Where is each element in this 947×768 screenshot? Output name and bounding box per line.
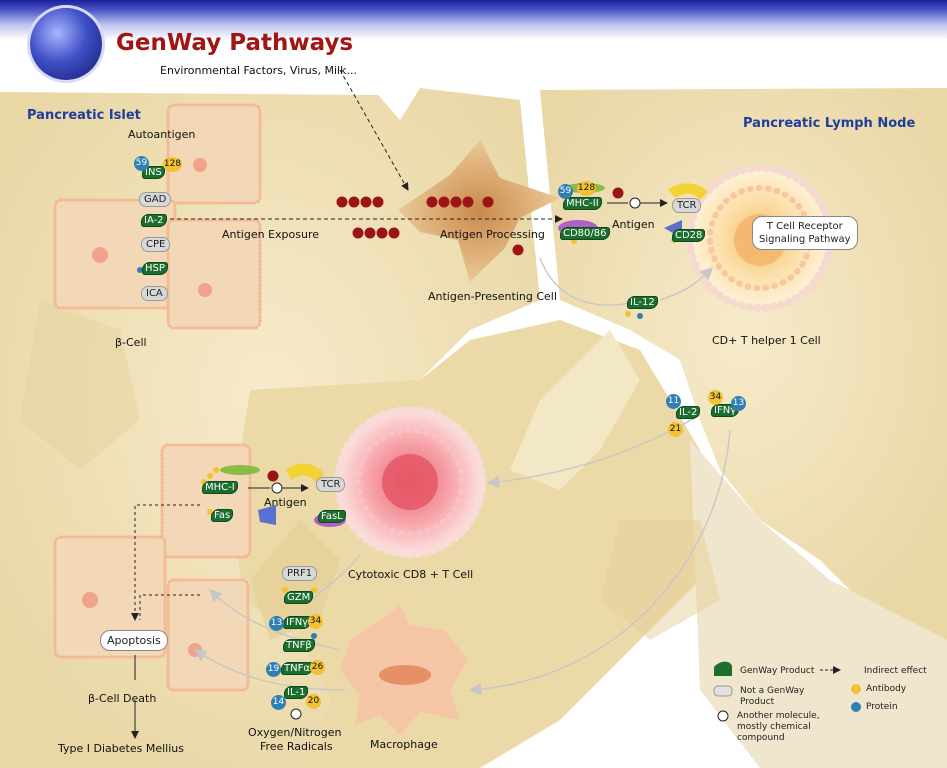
il-2-protein-count: 11 — [666, 394, 681, 409]
page-title: GenWay Pathways — [116, 30, 354, 56]
tnfa-molecule[interactable]: TNFα — [281, 662, 313, 675]
tcr-lower-molecule[interactable]: TCR — [316, 477, 346, 492]
gzm-molecule[interactable]: GZM — [284, 591, 314, 604]
legend-protein: Protein — [866, 702, 898, 712]
mhc-i-molecule[interactable]: MHC-I — [202, 481, 238, 494]
antigen-particles — [267, 187, 624, 482]
tnfb-molecule[interactable]: TNFβ — [283, 639, 315, 652]
tnfa-protein-count: 19 — [266, 662, 281, 677]
gad-molecule[interactable]: GAD — [139, 192, 172, 207]
legend-antibody: Antibody — [866, 684, 907, 694]
beta-cell-death-label: β-Cell Death — [88, 692, 157, 705]
antigen-presenting-cell — [398, 140, 560, 282]
ifng-upper-antibody-count: 34 — [708, 390, 723, 405]
legend-antibody-icon — [851, 684, 861, 694]
th1-label: CD+ T helper 1 Cell — [712, 334, 821, 347]
ifng-lower-protein-count: 13 — [269, 616, 284, 631]
cd80-86-molecule[interactable]: CD80/86 — [560, 227, 610, 240]
legend-other-line1: Another molecule, — [737, 711, 820, 721]
apoptosis-box[interactable]: Apoptosis — [100, 630, 168, 651]
tcr-upper-molecule[interactable]: TCR — [672, 198, 702, 213]
legend-not-genway-icon — [713, 685, 733, 697]
mhc-ii-antibody-count: 128 — [577, 181, 596, 196]
legend-genway-product: GenWay Product — [740, 666, 815, 676]
legend-other-line3: compound — [737, 733, 785, 743]
ifng-lower-antibody-count: 34 — [308, 614, 323, 629]
antigen-exposure-label: Antigen Exposure — [222, 228, 320, 241]
prf1-molecule[interactable]: PRF1 — [282, 566, 318, 581]
il-12-molecule[interactable]: IL-12 — [627, 296, 658, 309]
legend-genway-icon — [714, 661, 732, 676]
mhc-ii-molecule[interactable]: MHC-II — [563, 197, 602, 210]
legend-not-genway-line2: Product — [740, 697, 775, 707]
legend-other-line2: mostly chemical — [737, 722, 811, 732]
hsp-molecule[interactable]: HSP — [142, 262, 168, 275]
header-band — [0, 0, 947, 40]
beta-cell-label: β-Cell — [115, 336, 147, 349]
antigen-upper-label: Antigen — [612, 218, 655, 231]
legend-other-icon — [717, 710, 729, 722]
tcr-box-line2: Signaling Pathway — [759, 234, 851, 245]
legend-not-genway-line1: Not a GenWay — [740, 686, 805, 696]
genway-logo[interactable] — [30, 8, 102, 80]
oxygen-label-line1: Oxygen/Nitrogen — [248, 726, 342, 739]
tnfa-antibody-count: 26 — [310, 660, 325, 675]
cpe-molecule[interactable]: CPE — [141, 237, 171, 252]
legend-protein-icon — [851, 702, 861, 712]
fas-molecule[interactable]: Fas — [211, 509, 234, 522]
ifng-lower-molecule[interactable]: IFNγ — [283, 616, 312, 629]
lymph-node-region-label: Pancreatic Lymph Node — [743, 116, 916, 131]
apc-label: Antigen-Presenting Cell — [428, 290, 557, 303]
radical-molecule — [290, 708, 302, 720]
diabetes-label: Type I Diabetes Mellius — [58, 742, 184, 755]
environmental-arrow — [339, 69, 409, 191]
fasl-molecule[interactable]: FasL — [318, 510, 346, 523]
autoantigen-label: Autoantigen — [128, 128, 196, 141]
ins-molecule[interactable]: INS — [142, 166, 165, 179]
antigen-processing-label: Antigen Processing — [440, 228, 545, 241]
environmental-factors-label: Environmental Factors, Virus, Milk... — [160, 64, 357, 77]
mhc-ii-protein-count: 59 — [558, 184, 573, 199]
ifng-upper-protein-count: 13 — [731, 396, 746, 411]
tcr-box-line1: T Cell Receptor — [766, 221, 843, 232]
oxygen-label-line2: Free Radicals — [260, 740, 333, 753]
tcr-signaling-pathway-box[interactable]: T Cell Receptor Signaling Pathway — [752, 216, 858, 250]
beta-cell-cluster-upper — [53, 103, 262, 330]
ins-protein-count: 59 — [134, 156, 149, 171]
islet-region-label: Pancreatic Islet — [27, 108, 141, 123]
antigen-lower-label: Antigen — [264, 496, 307, 509]
ia2-molecule[interactable]: IA-2 — [141, 214, 167, 227]
il-1-molecule[interactable]: IL-1 — [284, 686, 309, 699]
macrophage-label: Macrophage — [370, 738, 438, 751]
ica-molecule[interactable]: ICA — [141, 286, 168, 301]
ctl-label: Cytotoxic CD8 + T Cell — [348, 568, 474, 581]
ins-antibody-count: 128 — [163, 157, 182, 172]
il-1-protein-count: 14 — [271, 695, 286, 710]
il-1-antibody-count: 20 — [306, 694, 321, 709]
il-2-antibody-count: 21 — [668, 422, 683, 437]
il-2-molecule[interactable]: IL-2 — [676, 406, 701, 419]
legend-indirect-effect: Indirect effect — [864, 666, 927, 676]
cd28-molecule[interactable]: CD28 — [672, 229, 706, 242]
